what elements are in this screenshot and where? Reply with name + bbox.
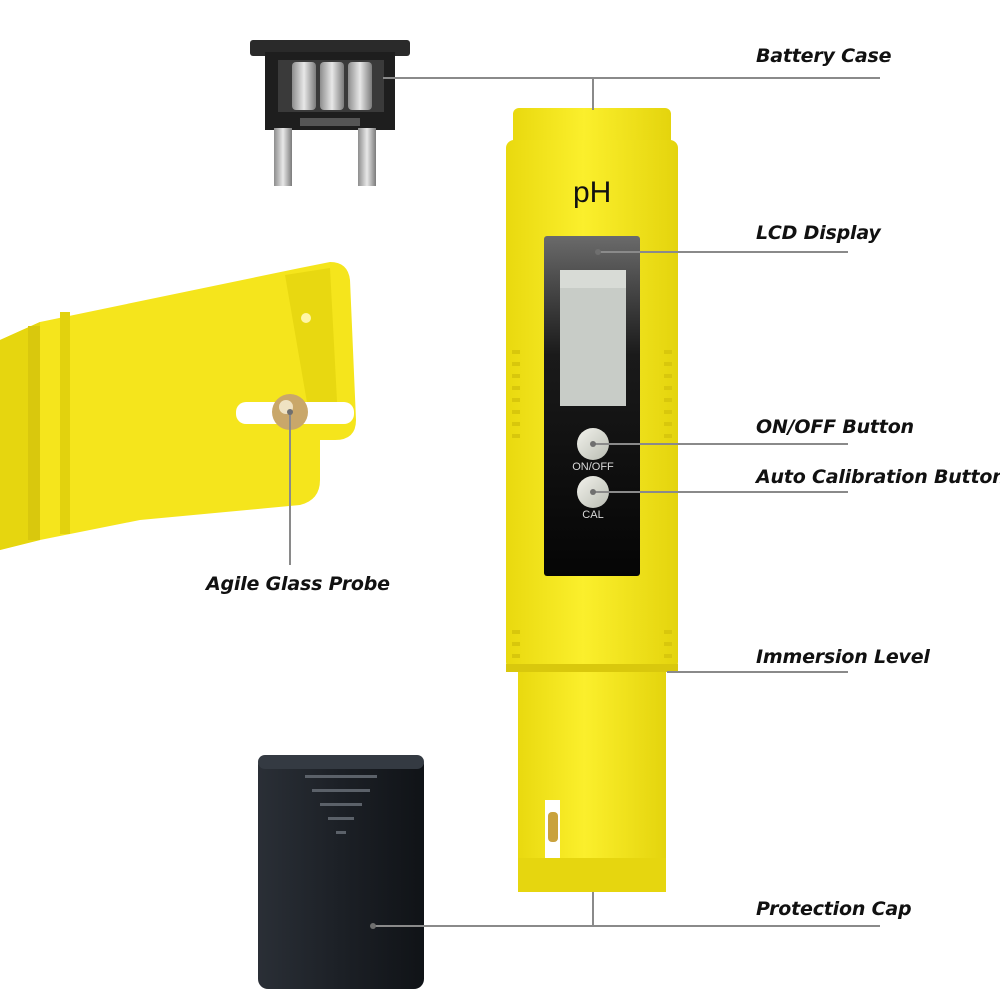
onoff-button-callout: ON/OFF Button [756,416,914,438]
cal-button-label: CAL [582,509,604,521]
battery-case [250,40,410,186]
protection-cap [258,755,424,989]
probe-closeup [0,262,356,550]
leader-dots [287,249,601,929]
leader-lines [289,77,880,927]
display-panel [544,236,640,576]
protection-cap-label: Protection Cap [756,898,912,920]
glass-probe-label: Agile Glass Probe [206,573,390,595]
grip-ridges-right [664,350,672,658]
grip-ridges-left [512,350,520,658]
immersion-level-label: Immersion Level [756,646,930,668]
meter-brand-label: pH [573,176,612,209]
onoff-button-label: ON/OFF [572,461,614,473]
auto-calibration-button-label: Auto Calibration Button [756,466,1000,488]
lcd-display-label: LCD Display [756,222,881,244]
cap-grip-lines [305,775,377,834]
battery-case-label: Battery Case [756,45,892,67]
lcd-screen [560,270,626,406]
